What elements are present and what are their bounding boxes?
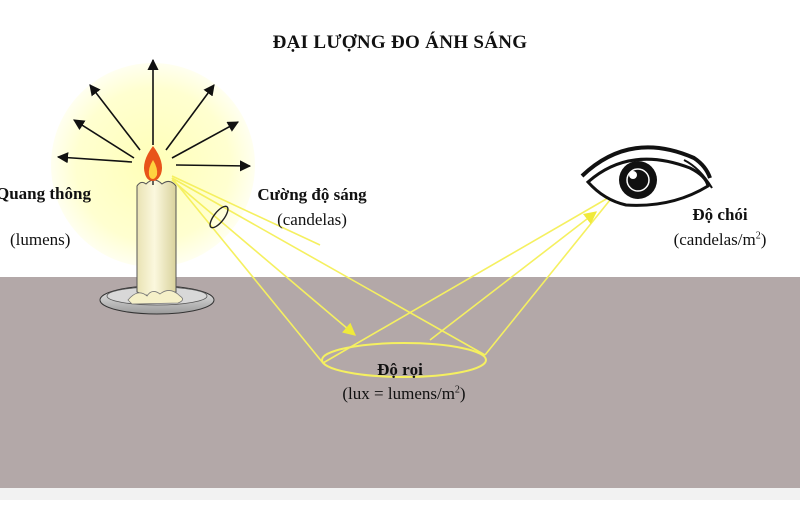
intensity-unit: (candelas) (277, 210, 347, 229)
beam-area-mid-eye (429, 211, 598, 341)
arrow-left (56, 152, 133, 164)
candle-icon (99, 146, 215, 315)
luminance-label: Độ chói (692, 205, 748, 224)
candle-body (136, 179, 177, 297)
illuminance-unit-main: (lux = lumens/m (342, 384, 455, 403)
candle-flame-inner (148, 160, 158, 179)
floor-surface (0, 277, 800, 500)
intensity-label: Cường độ sáng (257, 185, 367, 204)
eye-icon (580, 145, 713, 207)
candle-drip (127, 290, 183, 305)
illuminance-unit-end: ) (459, 384, 466, 403)
illuminance-label: Độ rọi (377, 360, 423, 379)
luminance-unit-end: ) (760, 230, 767, 249)
solid-angle-ellipse (209, 205, 229, 229)
beam-cone-upper (171, 175, 321, 246)
eye-pupil-ring (626, 168, 650, 192)
illuminance-unit: (lux = lumens/m2) (342, 384, 465, 404)
illuminance-unit-sup: 2 (454, 384, 460, 396)
arrow-right (175, 160, 252, 172)
beam-area-right-eye (484, 199, 611, 356)
flux-label: Quang thông (0, 184, 91, 203)
flux-unit: (lumens) (10, 230, 71, 249)
eye-iris (619, 161, 657, 199)
eye-lash (683, 159, 713, 189)
bottom-strip (0, 488, 800, 500)
eye-brow (580, 145, 712, 179)
beam-candle-mid (171, 179, 356, 336)
radiating-arrows-icon (56, 58, 252, 172)
arrow-up-left (89, 84, 141, 151)
luminance-unit: (candelas/m2) (674, 230, 767, 250)
beam-candle-left (171, 177, 324, 364)
arrow-right-upper (171, 121, 239, 159)
page-title: ĐẠI LƯỢNG ĐO ÁNH SÁNG (272, 32, 528, 53)
eye-highlight (629, 171, 637, 179)
illuminated-area (321, 342, 487, 378)
beam-area-left-eye (322, 197, 609, 364)
beam-candle-right (171, 177, 486, 356)
arrow-left-upper (73, 119, 135, 159)
light-beams (171, 175, 611, 364)
arrow-up-right (165, 84, 215, 151)
luminance-unit-sup: 2 (755, 230, 761, 242)
luminance-unit-main: (candelas/m (673, 230, 756, 249)
